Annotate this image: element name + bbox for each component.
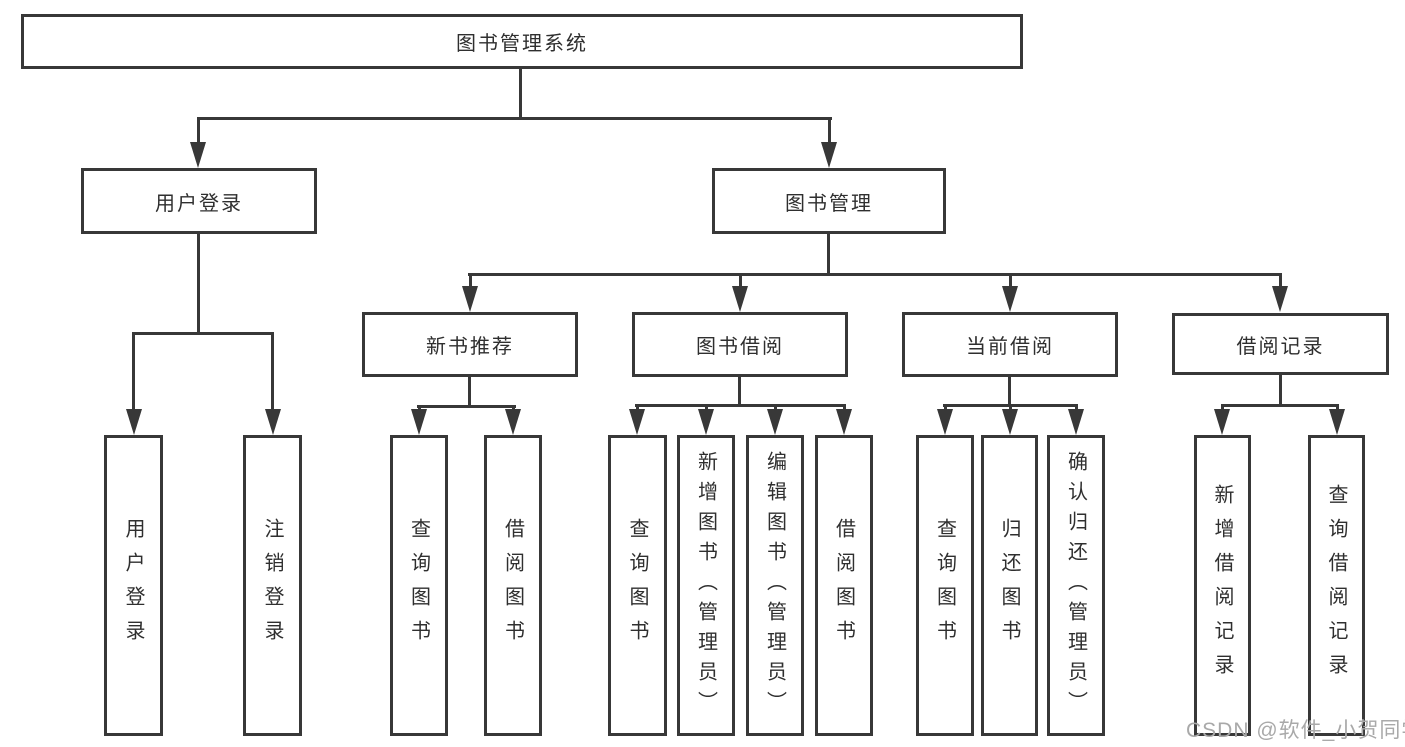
node-cb-confirm-return-admin: 确认归还（管理员） — [1047, 435, 1105, 736]
arrowhead-user-login — [190, 142, 206, 168]
node-book-management: 图书管理 — [712, 168, 946, 234]
connector-borrow-records-drop — [1279, 273, 1282, 289]
node-user-login: 用户登录 — [81, 168, 317, 234]
connector-book-borrow-drop — [739, 273, 742, 289]
connector-rec-stem — [468, 376, 471, 408]
arrowhead-borrow-records — [1272, 286, 1288, 312]
connector-leaf-logout-drop — [271, 332, 274, 412]
arrowhead-current-borrow — [1002, 286, 1018, 312]
connector-book-mgmt-bar — [468, 273, 1282, 276]
connector-cb-confirm-drop — [1075, 404, 1078, 413]
node-br-add-record: 新增借阅记录 — [1194, 435, 1251, 736]
connector-br-stem — [1279, 375, 1282, 407]
node-new-book-recommend: 新书推荐 — [362, 312, 578, 377]
connector-rec-bar — [417, 405, 516, 408]
node-bb-borrow-book: 借阅图书 — [815, 435, 873, 736]
connector-new-book-rec-drop — [469, 273, 472, 289]
arrowhead-bb-add — [698, 409, 714, 435]
arrowhead-book-borrow — [732, 286, 748, 312]
connector-br-bar — [1221, 404, 1339, 407]
node-leaf-user-login: 用户登录 — [104, 435, 163, 736]
connector-br-query-drop — [1336, 404, 1339, 413]
connector-root-stem — [519, 68, 522, 118]
connector-cb-query-drop — [944, 404, 947, 413]
connector-book-mgmt-drop — [828, 117, 831, 147]
arrowhead-book-mgmt — [821, 142, 837, 168]
arrowhead-bb-borrow — [836, 409, 852, 435]
arrowhead-leaf-user-login — [126, 409, 142, 435]
arrowhead-rec-query — [411, 409, 427, 435]
connector-bb-borrow-drop — [843, 404, 846, 413]
connector-bb-bar — [635, 404, 846, 407]
node-rec-borrow-book: 借阅图书 — [484, 435, 542, 736]
arrowhead-br-add — [1214, 409, 1230, 435]
connector-current-borrow-drop — [1009, 273, 1012, 289]
connector-cb-return-drop — [1009, 404, 1012, 413]
connector-cb-stem — [1008, 376, 1011, 407]
arrowhead-new-book-rec — [462, 286, 478, 312]
node-book-borrowing: 图书借阅 — [632, 312, 848, 377]
node-bb-query-book: 查询图书 — [608, 435, 667, 736]
connector-book-mgmt-stem — [827, 233, 830, 276]
node-borrowing-records: 借阅记录 — [1172, 313, 1389, 375]
connector-bb-stem — [738, 376, 741, 407]
connector-br-add-drop — [1221, 404, 1224, 413]
node-current-borrowing: 当前借阅 — [902, 312, 1118, 377]
node-cb-return-book: 归还图书 — [981, 435, 1038, 736]
arrowhead-cb-query — [937, 409, 953, 435]
arrowhead-br-query — [1329, 409, 1345, 435]
node-book-management-system: 图书管理系统 — [21, 14, 1023, 69]
connector-root-bar — [197, 117, 832, 120]
connector-leaf-user-login-drop — [132, 332, 135, 412]
node-leaf-logout: 注销登录 — [243, 435, 302, 736]
node-br-query-record: 查询借阅记录 — [1308, 435, 1365, 736]
arrowhead-cb-return — [1002, 409, 1018, 435]
connector-bb-edit-drop — [774, 404, 777, 413]
node-bb-edit-book-admin: 编辑图书（管理员） — [746, 435, 804, 736]
connector-user-login-stem — [197, 233, 200, 335]
arrowhead-rec-borrow — [505, 409, 521, 435]
arrowhead-bb-edit — [767, 409, 783, 435]
connector-user-login-bar — [132, 332, 274, 335]
arrowhead-leaf-logout — [265, 409, 281, 435]
csdn-watermark: CSDN @软件_小贺同学 — [1186, 719, 1405, 742]
connector-bb-query-drop — [636, 404, 639, 413]
connector-user-login-drop — [197, 117, 200, 147]
node-bb-add-book-admin: 新增图书（管理员） — [677, 435, 735, 736]
arrowhead-bb-query — [629, 409, 645, 435]
connector-bb-add-drop — [705, 404, 708, 413]
arrowhead-cb-confirm — [1068, 409, 1084, 435]
node-rec-query-book: 查询图书 — [390, 435, 448, 736]
node-cb-query-book: 查询图书 — [916, 435, 974, 736]
